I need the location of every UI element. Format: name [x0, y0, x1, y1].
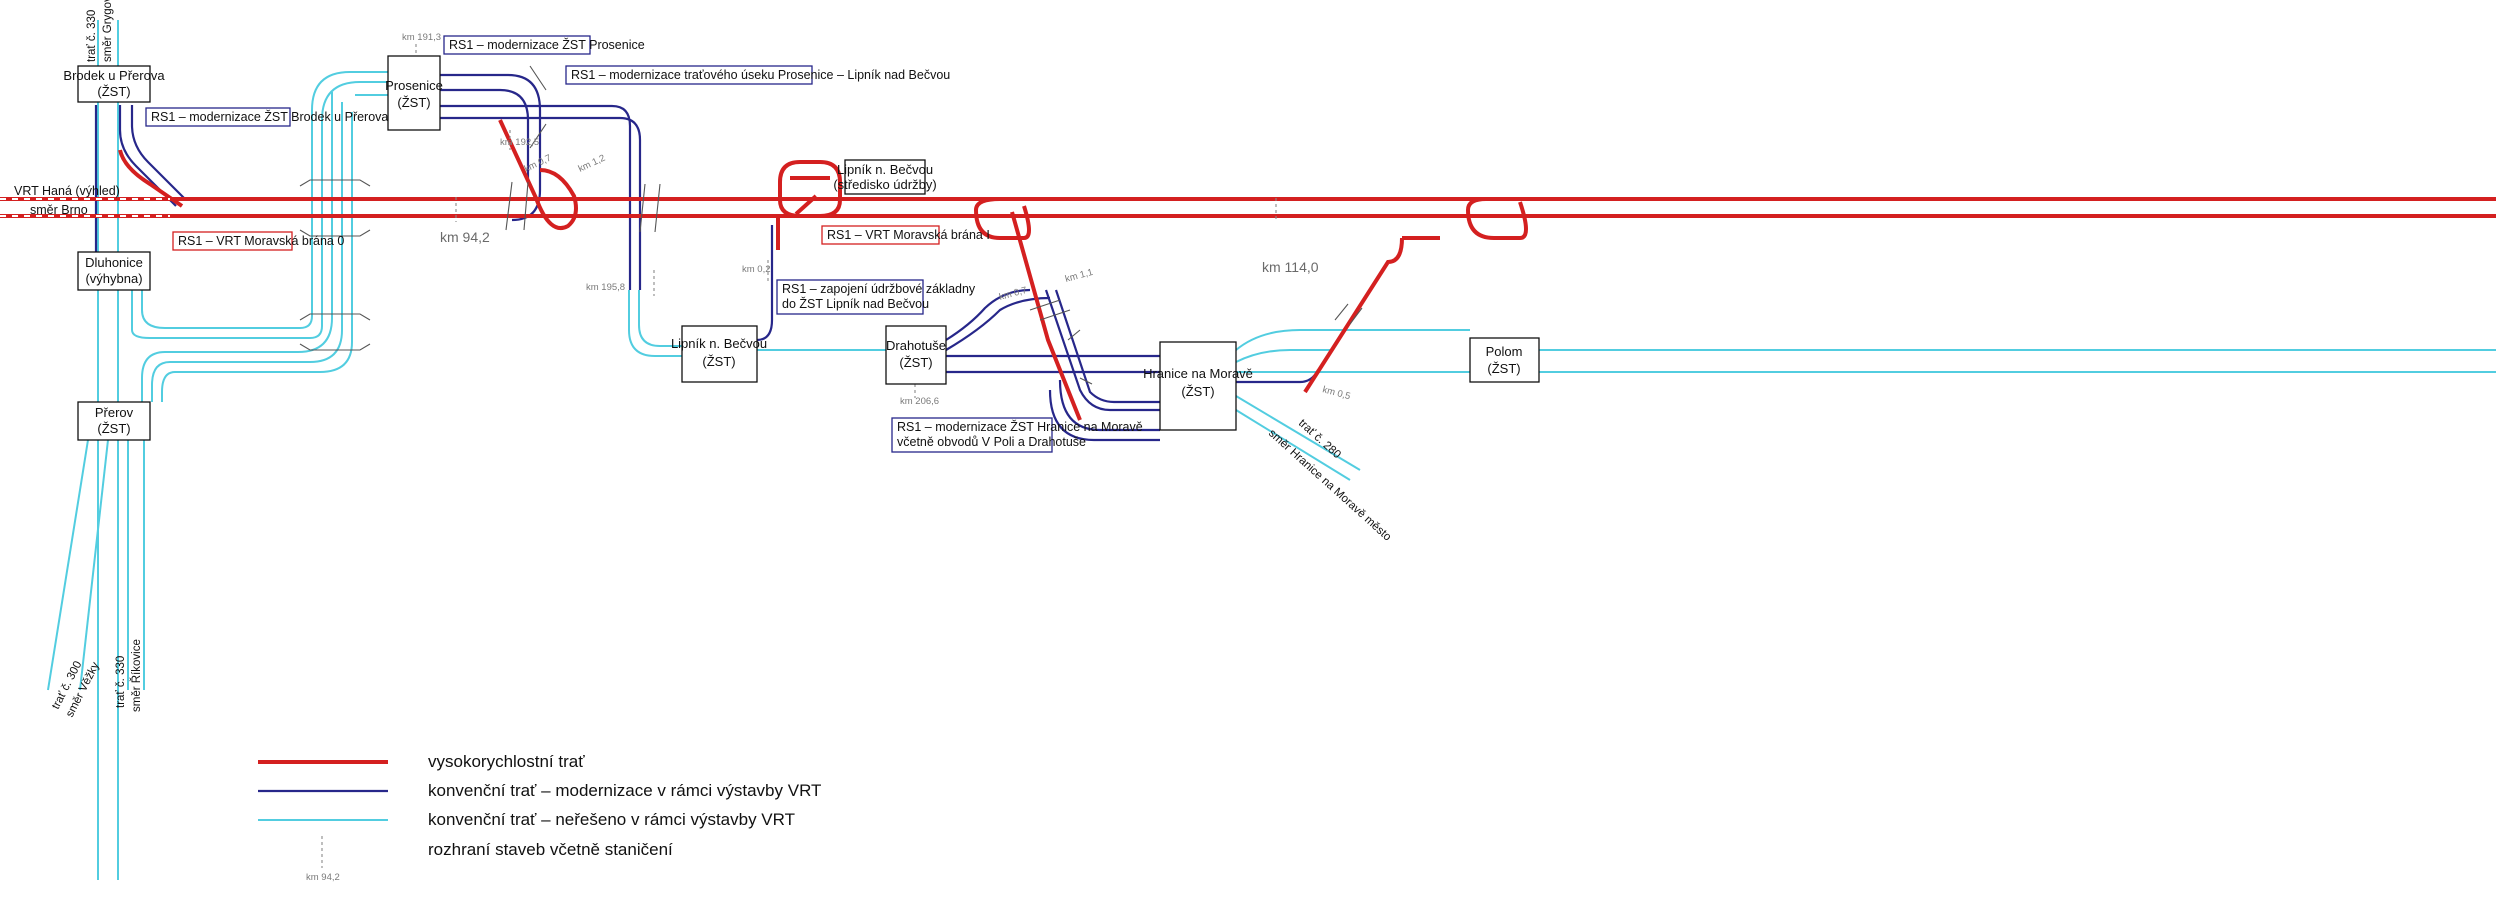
station-brodek-type: (ŽST) — [97, 84, 130, 99]
station-prosenice-name: Prosenice — [385, 78, 443, 93]
section-boundaries — [415, 44, 1277, 398]
station-dluhonice-type: (výhybna) — [85, 271, 142, 286]
km-942: km 94,2 — [440, 229, 490, 245]
label-rs1-brodek: RS1 – modernizace ŽST Brodek u Přerova — [145, 107, 388, 127]
svg-text:RS1 – zapojení údržbové základ: RS1 – zapojení údržbové základny — [782, 282, 976, 296]
station-brodek[interactable]: Brodek u Přerova (ŽST) — [63, 65, 165, 103]
svg-text:RS1 – VRT Moravská brána I: RS1 – VRT Moravská brána I — [827, 228, 990, 242]
station-lipnik[interactable]: Lipník n. Bečvou (ŽST) — [671, 325, 767, 383]
station-prerov-name: Přerov — [95, 405, 134, 420]
station-polom-name: Polom — [1486, 344, 1523, 359]
station-drahotuse-type: (ŽST) — [899, 355, 932, 370]
direction-smer-grygov: směr Grygov — [102, 0, 114, 62]
station-polom-type: (ŽST) — [1487, 361, 1520, 376]
bridge-markers — [299, 65, 1363, 385]
km-02: km 0,2 — [742, 264, 771, 275]
direction-trat330-bottom: trať č. 330 — [115, 656, 127, 708]
station-dluhonice-name: Dluhonice — [85, 255, 143, 270]
km-1140: km 114,0 — [1262, 259, 1319, 275]
station-prosenice[interactable]: Prosenice (ŽST) — [385, 55, 443, 131]
km-2066: km 206,6 — [900, 396, 939, 407]
high-speed-tracks — [0, 119, 2496, 421]
station-hranice-name: Hranice na Moravě — [1143, 366, 1253, 381]
svg-text:RS1 – VRT Moravská brána 0: RS1 – VRT Moravská brána 0 — [178, 234, 344, 248]
station-lipnik-depot-name: Lipník n. Bečvou — [837, 162, 933, 177]
station-prerov-type: (ŽST) — [97, 421, 130, 436]
station-prosenice-type: (ŽST) — [397, 95, 430, 110]
legend: vysokorychlostní trať konvenční trať – m… — [258, 752, 821, 883]
legend-boundary-km: km 94,2 — [306, 872, 340, 883]
station-drahotuse-name: Drahotuše — [886, 338, 946, 353]
label-rs1-prosenice-lipnik: RS1 – modernizace traťového úseku Prosen… — [565, 65, 950, 85]
direction-vrt-hana: VRT Haná (výhled) — [14, 184, 120, 198]
legend-red-label: vysokorychlostní trať — [428, 752, 585, 771]
station-lipnik-depot-type: (středisko údržby) — [833, 177, 936, 192]
km-markers: km 191,3 km 192,5 km 0,7 km 1,2 km 94,2 … — [402, 32, 1352, 407]
km-05: km 0,5 — [1321, 384, 1351, 402]
station-prerov[interactable]: Přerov (ŽST) — [77, 401, 151, 441]
km-1958: km 195,8 — [586, 282, 625, 293]
legend-blue-label: konvenční trať – modernizace v rámci výs… — [428, 781, 821, 800]
direction-smer-brno: směr Brno — [30, 203, 88, 217]
svg-text:včetně obvodů V Poli a Drahotu: včetně obvodů V Poli a Drahotuše — [897, 435, 1086, 449]
station-polom[interactable]: Polom (ŽST) — [1469, 337, 1540, 383]
label-rs1-prosenice: RS1 – modernizace ŽST Prosenice — [443, 35, 645, 55]
unchanged-tracks — [47, 20, 2496, 880]
station-lipnik-type: (ŽST) — [702, 354, 735, 369]
label-rs1-hranice: RS1 – modernizace ŽST Hranice na Moravě … — [891, 417, 1143, 453]
station-dluhonice[interactable]: Dluhonice (výhybna) — [77, 251, 151, 291]
km-11: km 1,1 — [1064, 267, 1094, 285]
station-brodek-name: Brodek u Přerova — [63, 68, 165, 83]
legend-boundary-label: rozhraní staveb včetně staničení — [428, 840, 673, 859]
km-12: km 1,2 — [577, 153, 607, 175]
station-lipnik-depot[interactable]: Lipník n. Bečvou (středisko údržby) — [833, 159, 937, 195]
km-1913: km 191,3 — [402, 32, 441, 43]
modernized-tracks — [94, 73, 1319, 442]
direction-trat330-top: trať č. 330 — [86, 10, 98, 62]
station-hranice-type: (ŽST) — [1181, 384, 1214, 399]
station-drahotuse[interactable]: Drahotuše (ŽST) — [885, 325, 947, 385]
station-lipnik-name: Lipník n. Bečvou — [671, 336, 767, 351]
label-rs1-vrt1: RS1 – VRT Moravská brána I — [821, 225, 990, 245]
svg-text:do ŽST Lipník nad Bečvou: do ŽST Lipník nad Bečvou — [782, 296, 929, 311]
svg-text:RS1 – modernizace traťového ús: RS1 – modernizace traťového úseku Prosen… — [571, 68, 950, 82]
km-1925: km 192,5 — [500, 137, 539, 148]
svg-text:RS1 – modernizace ŽST Prosenic: RS1 – modernizace ŽST Prosenice — [449, 37, 645, 52]
label-rs1-vrt0: RS1 – VRT Moravská brána 0 — [172, 231, 344, 251]
vrt-dashed-extension — [0, 198, 170, 217]
svg-text:RS1 – modernizace ŽST Brodek u: RS1 – modernizace ŽST Brodek u Přerova — [151, 109, 388, 124]
direction-smer-rikovice: směr Říkovice — [130, 639, 143, 712]
label-rs1-depot: RS1 – zapojení údržbové základny do ŽST … — [776, 279, 976, 315]
svg-text:RS1 – modernizace ŽST Hranice: RS1 – modernizace ŽST Hranice na Moravě — [897, 419, 1143, 434]
legend-cyan-label: konvenční trať – neřešeno v rámci výstav… — [428, 810, 795, 829]
station-hranice[interactable]: Hranice na Moravě (ŽST) — [1143, 341, 1253, 431]
